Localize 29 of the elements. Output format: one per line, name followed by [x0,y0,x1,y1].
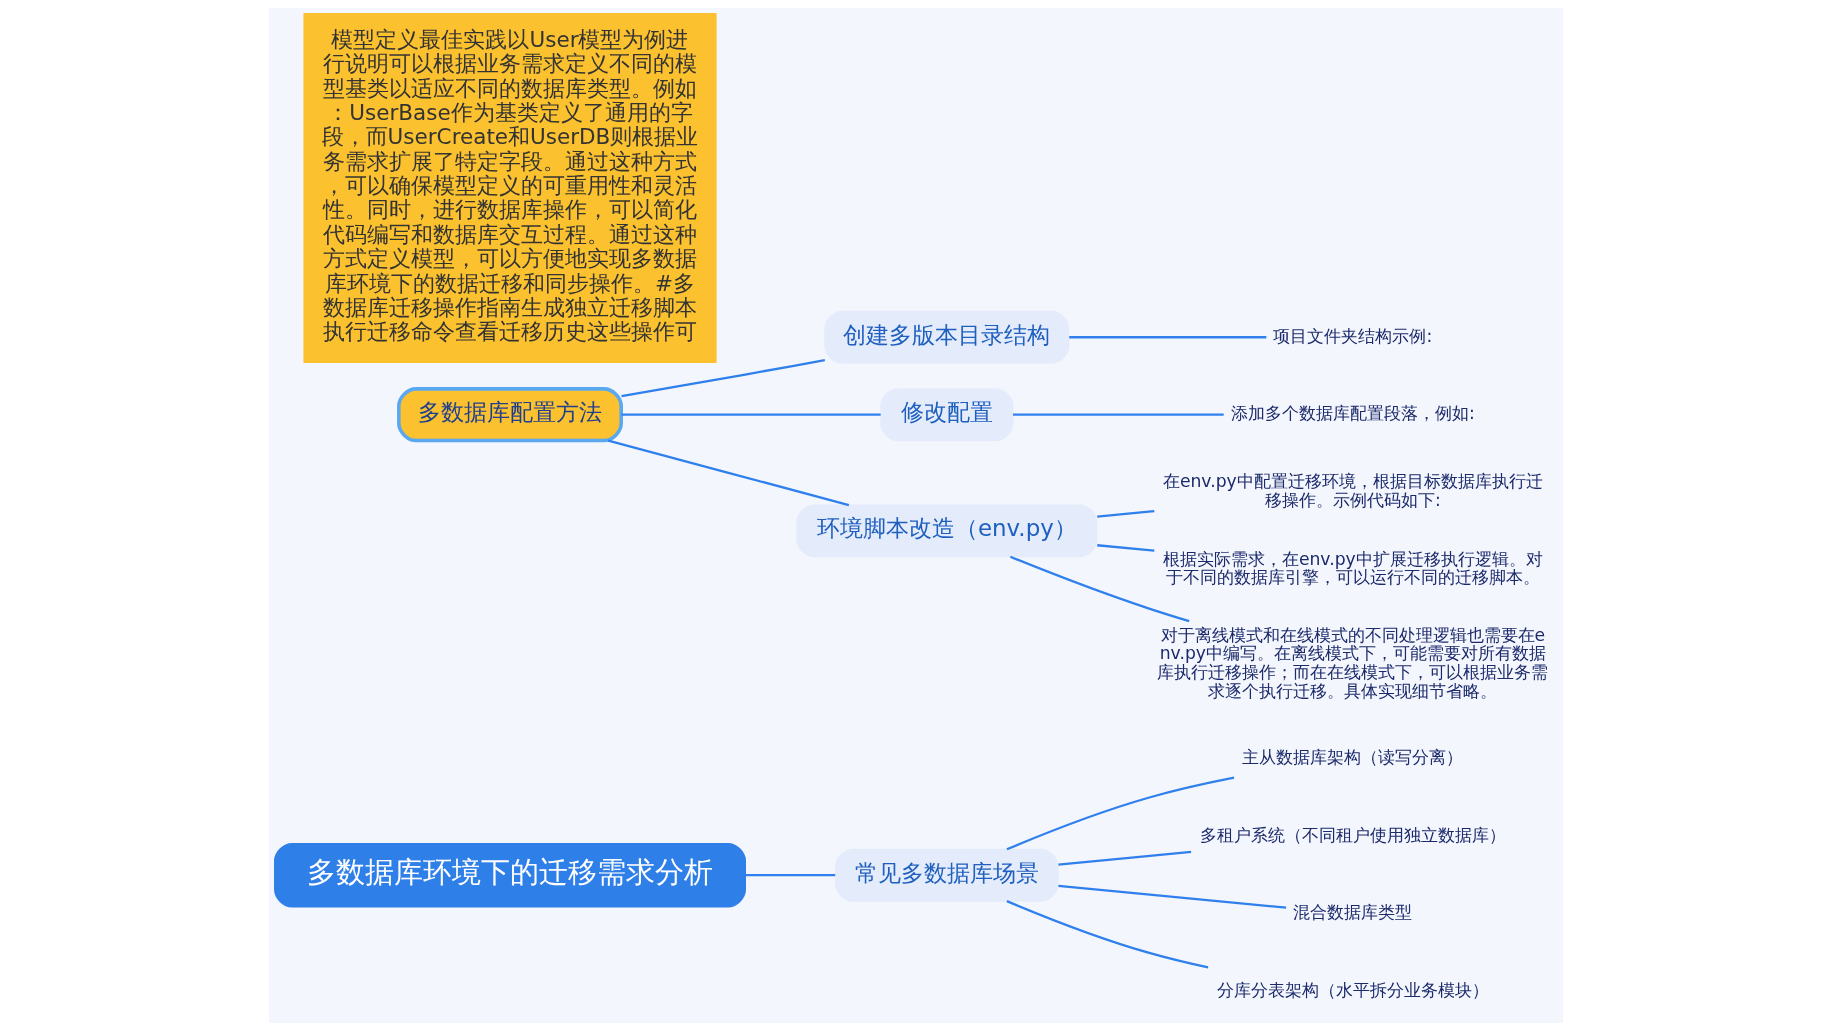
node-text: 对于离线模式和在线模式的不同处理逻辑也需要在env.py中编写。在离线模式下，可能需要对所有数据库执行迁移操作；而在在线模式下，可以根据业务需求逐个执行迁移。具体实现细节省略。 [1157,624,1549,701]
node-box: 多数据库环境下的迁移需求分析 [274,842,746,908]
node-text: 分库分表架构（水平拆分业务模块） [1216,979,1489,1000]
connector [745,874,836,877]
connector [1097,509,1155,518]
connector [1006,776,1235,851]
node-box: 模型定义最佳实践以User模型为例进行说明可以根据业务需求定义不同的模型基类以适应不同的数据库类型。例如：UserBase作为基类定义了通用的字段，而UserCreate和UserDB则根据业务需求扩展了特定字段。通过这种方式，可以确保模型定义的可重用性和灵活性。同时，进行数据库操作，可以简化代码编写和数据库交互过程。通过这种方式定义模型，可以方便地实现多数据库环境下的数据迁移和同步操作。#多数据库迁移操作指南生成独立迁移脚本执行迁移命令查看迁移历史这些操作可 [303,13,717,364]
connector [1069,336,1267,339]
connector [1097,544,1155,552]
connector [1006,900,1209,969]
node-text: 在env.py中配置迁移环境，根据目标数据库执行迁移操作。示例代码如下: [1162,471,1543,510]
connector [1009,555,1190,623]
connector [621,358,826,398]
connector [1058,884,1287,909]
node-text: 添加多个数据库配置段落，例如: [1230,403,1475,424]
connector [1013,413,1224,416]
node-box: 环境脚本改造（env.py） [796,504,1098,558]
node-text: 根据实际需求，在env.py中扩展迁移执行逻辑。对于不同的数据库引擎，可以运行不同的迁移脚本。 [1162,548,1543,588]
node-box: 常见多数据库场景 [834,848,1059,902]
node-box: 修改配置 [880,388,1014,442]
connector [608,439,850,507]
node-text: 主从数据库架构（读写分离） [1242,747,1464,768]
connector [621,413,881,416]
node-text: 混合数据库类型 [1293,902,1413,923]
node-text: 多租户系统（不同租户使用独立数据库） [1199,824,1506,845]
node-text: 项目文件夹结构示例: [1273,325,1433,346]
node-box: 创建多版本目录结构 [824,310,1070,364]
connector [1058,850,1192,866]
node-box: 多数据库配置方法 [397,387,623,443]
